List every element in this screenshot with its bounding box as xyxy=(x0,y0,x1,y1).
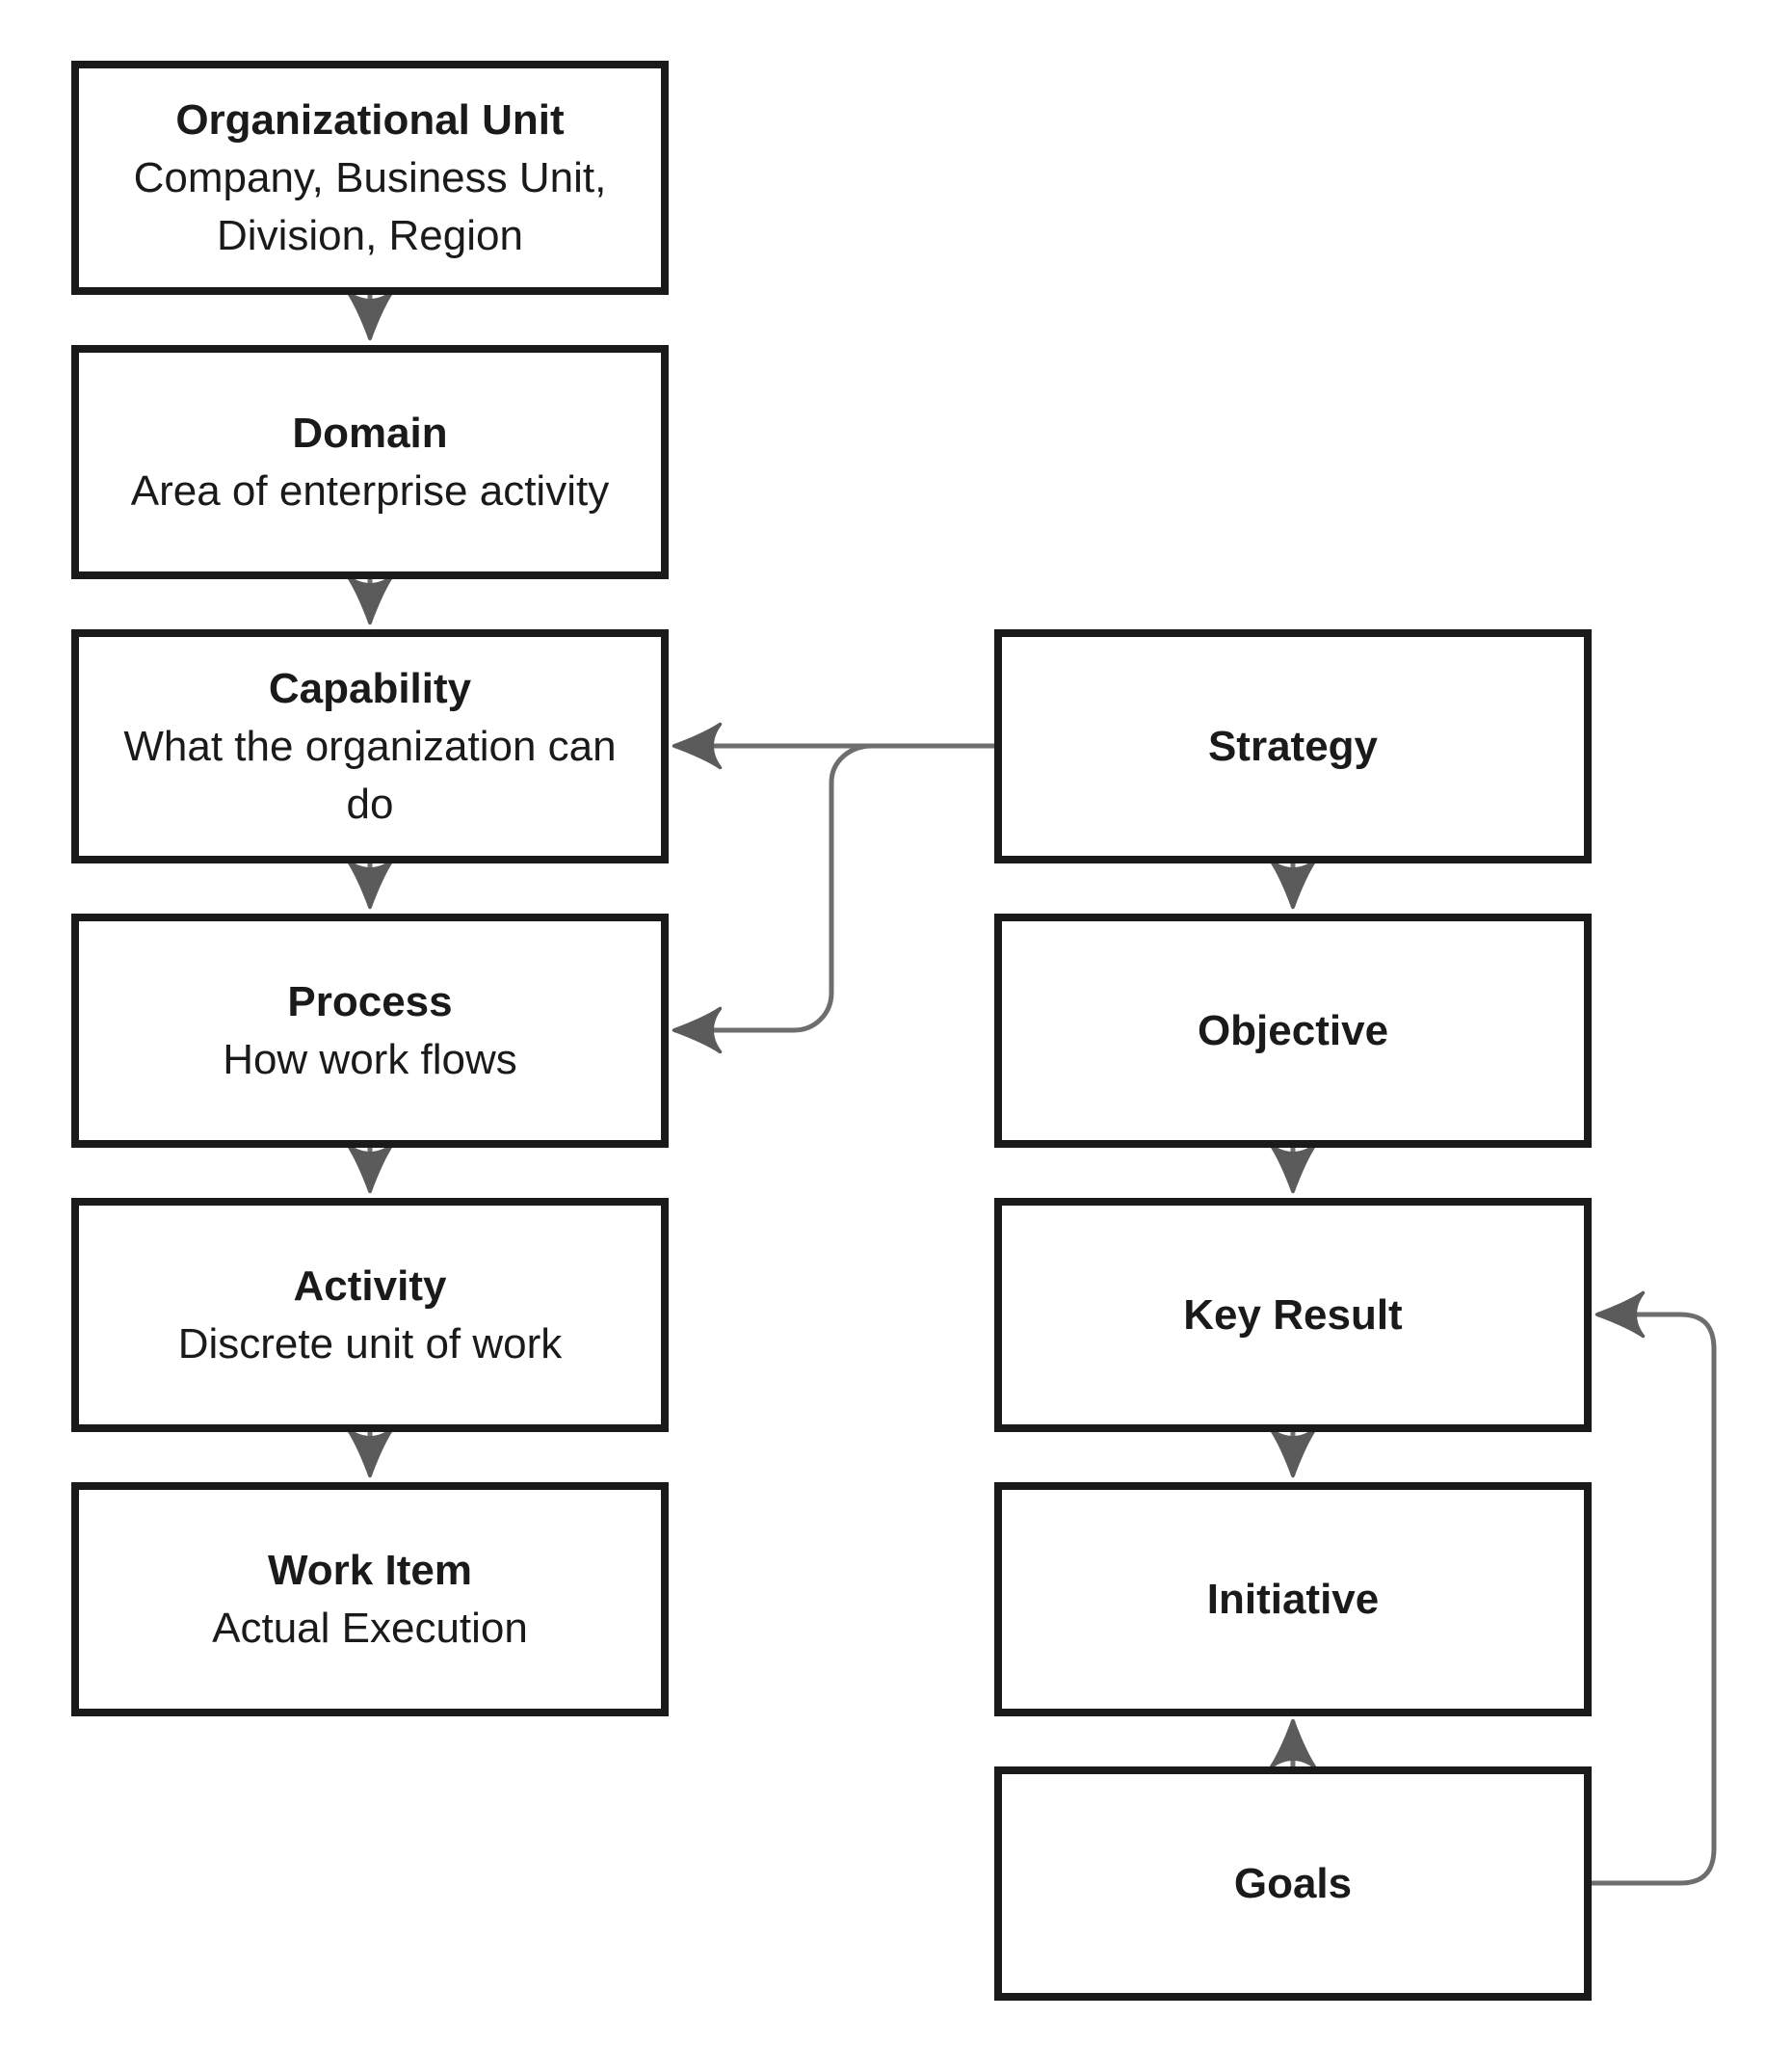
node-process: Process How work flows xyxy=(71,914,669,1148)
edge-goals-keyresult xyxy=(1588,1290,1717,1886)
node-key-result-title: Key Result xyxy=(1183,1290,1403,1339)
node-initiative-title: Initiative xyxy=(1206,1575,1380,1623)
node-strategy-title: Strategy xyxy=(1207,722,1379,770)
node-organizational-unit: Organizational Unit Company, Business Un… xyxy=(71,61,669,295)
node-work-item: Work Item Actual Execution xyxy=(71,1482,669,1716)
node-domain-subtitle: Area of enterprise activity xyxy=(130,466,610,515)
node-work-item-subtitle: Actual Execution xyxy=(212,1604,528,1652)
node-activity-subtitle: Discrete unit of work xyxy=(177,1319,563,1367)
node-objective: Objective xyxy=(994,914,1592,1148)
node-goals-title: Goals xyxy=(1233,1859,1353,1907)
node-domain-title: Domain xyxy=(292,409,448,457)
node-domain: Domain Area of enterprise activity xyxy=(71,345,669,579)
node-key-result: Key Result xyxy=(994,1198,1592,1432)
node-process-subtitle: How work flows xyxy=(223,1035,517,1083)
node-activity: Activity Discrete unit of work xyxy=(71,1198,669,1432)
node-process-title: Process xyxy=(287,977,453,1025)
node-strategy: Strategy xyxy=(994,629,1592,863)
node-capability-title: Capability xyxy=(268,664,472,712)
node-objective-title: Objective xyxy=(1197,1006,1389,1054)
node-work-item-title: Work Item xyxy=(268,1546,472,1594)
node-initiative: Initiative xyxy=(994,1482,1592,1716)
node-goals: Goals xyxy=(994,1766,1592,2001)
node-organizational-unit-subtitle: Company, Business Unit, Division, Region xyxy=(133,153,607,259)
node-capability: Capability What the organization can do xyxy=(71,629,669,863)
edge-strategy-process xyxy=(672,743,873,1054)
node-capability-subtitle: What the organization can do xyxy=(123,722,617,828)
node-organizational-unit-title: Organizational Unit xyxy=(175,95,565,144)
node-activity-title: Activity xyxy=(293,1261,447,1310)
